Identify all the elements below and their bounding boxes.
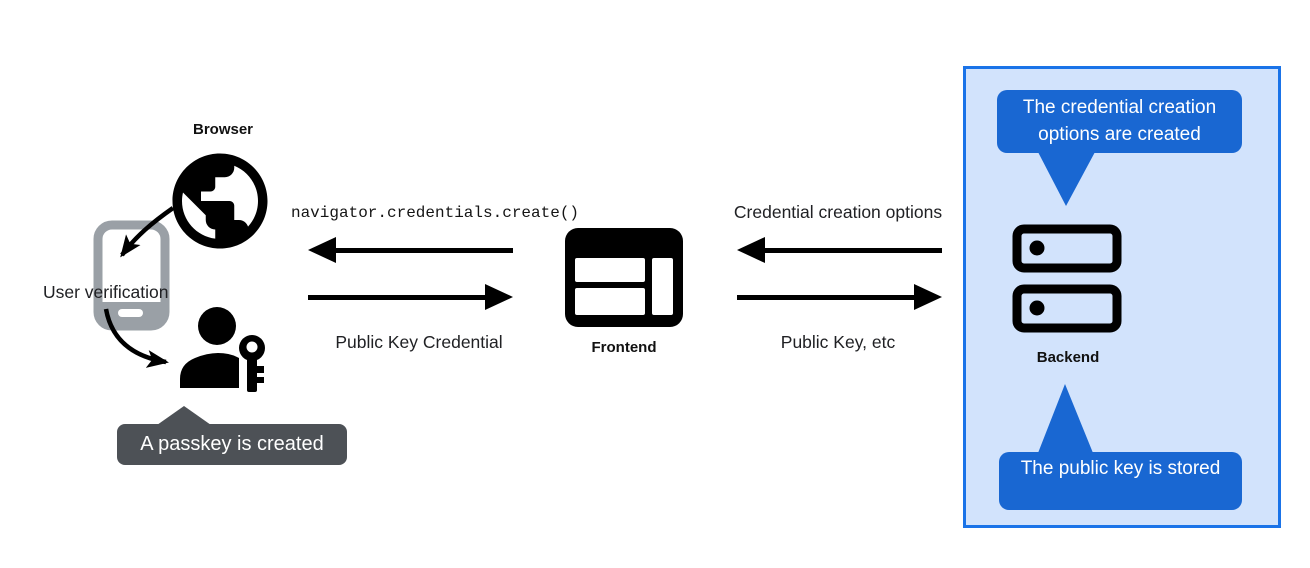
public-key-stored-callout-text: The public key is stored	[1020, 458, 1221, 479]
arrow-frontend-to-browser	[308, 237, 513, 263]
user-verification-label: User verification	[43, 282, 169, 302]
credential-options-created-callout-text: The credential creation options are crea…	[1022, 97, 1217, 145]
arrow-browser-to-frontend	[308, 284, 513, 310]
navigator-credentials-create-label: navigator.credentials.create()	[290, 204, 580, 222]
credential-options-created-callout: The credential creation options are crea…	[997, 90, 1242, 206]
public-key-stored-callout: The public key is stored	[999, 384, 1242, 510]
arrowhead-right-icon	[485, 284, 513, 310]
server-stack-icon	[1012, 224, 1122, 333]
arrowhead-right-icon	[914, 284, 942, 310]
public-key-etc-label: Public Key, etc	[780, 332, 896, 352]
curved-arrows	[103, 206, 175, 368]
passkey-created-callout: A passkey is created	[117, 406, 347, 465]
credential-creation-options-label: Credential creation options	[733, 202, 943, 222]
arrow-frontend-to-backend	[737, 284, 942, 310]
backend-label: Backend	[1036, 349, 1100, 366]
browser-label: Browser	[192, 121, 254, 138]
person-key-icon	[180, 307, 265, 392]
arrow-browser-to-phone-icon	[120, 206, 175, 258]
globe-icon	[172, 153, 268, 249]
arrowhead-left-icon	[308, 237, 336, 263]
frontend-label: Frontend	[591, 339, 657, 356]
smartphone-icon	[93, 220, 170, 331]
passkey-created-callout-text: A passkey is created	[140, 433, 324, 455]
public-key-credential-label: Public Key Credential	[335, 332, 503, 352]
arrow-phone-to-passkey-icon	[103, 308, 169, 368]
browser-window-icon	[565, 228, 683, 327]
arrowhead-left-icon	[737, 237, 765, 263]
arrow-backend-to-frontend	[737, 237, 942, 263]
